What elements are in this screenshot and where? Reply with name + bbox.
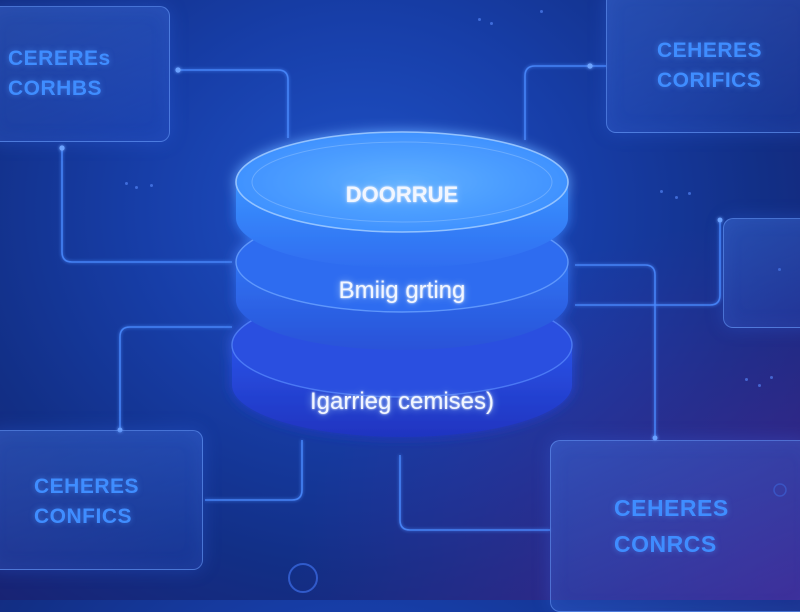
card-top-right[interactable] [606,0,800,133]
connector-node [175,67,181,73]
card-right-partial[interactable] [723,218,800,328]
connector-node [59,145,65,151]
particle-dot [660,190,663,193]
particle-dot [675,196,678,199]
particle-dot [478,18,481,21]
card-bottom-left[interactable] [0,430,203,570]
particle-dot [758,384,761,387]
card-top-left-text: CEREREs CORHBS [8,44,111,104]
particle-dot [490,22,493,25]
connector-node [587,63,593,69]
connector-bottom-left [119,326,232,430]
card-subtitle: CORHBS [8,77,103,100]
particle-dot [540,10,543,13]
connector-right-mid [575,264,656,438]
disk-label-bottom: Igarrieg cemises) [309,388,495,415]
particle-dot [745,378,748,381]
card-title: CEHERES [657,39,763,62]
decorative-ring [288,563,318,593]
connector-center-bottom [205,440,303,501]
disk-label-top: DOORRUE [345,182,459,207]
connector-left-loop [61,148,232,263]
connector-bottom-right [399,455,550,531]
decorative-ring [773,483,787,497]
particle-dot [688,192,691,195]
card-subtitle: CORIFICS [657,69,762,92]
card-top-right-text: CEHERES CORIFICS [657,36,762,96]
card-title: CEREREs [8,47,111,70]
particle-dot [150,184,153,187]
card-bottom-left-text: CEHERES CONFICS [34,472,139,532]
card-bottom-right[interactable] [550,440,800,612]
card-bottom-right-text: CEHERES CONRCS [614,490,729,562]
disk-layer-top-inner [251,141,553,223]
disk-layer-top-surface [235,131,569,233]
particle-dot [135,186,138,189]
card-top-left[interactable] [0,6,170,142]
card-subtitle: CONFICS [34,505,132,528]
connector-top-right [524,65,606,140]
connector-top-left [178,69,289,138]
connector-node [652,435,658,441]
card-title: CEHERES [34,475,140,498]
connector-right-side [575,220,721,306]
particle-dot [125,182,128,185]
particle-dot [778,268,781,271]
card-title: CEHERES [614,495,729,521]
disk-label-middle: Bmiig grting [338,277,466,304]
connector-node [717,217,723,223]
particle-dot [770,376,773,379]
card-subtitle: CONRCS [614,531,717,557]
